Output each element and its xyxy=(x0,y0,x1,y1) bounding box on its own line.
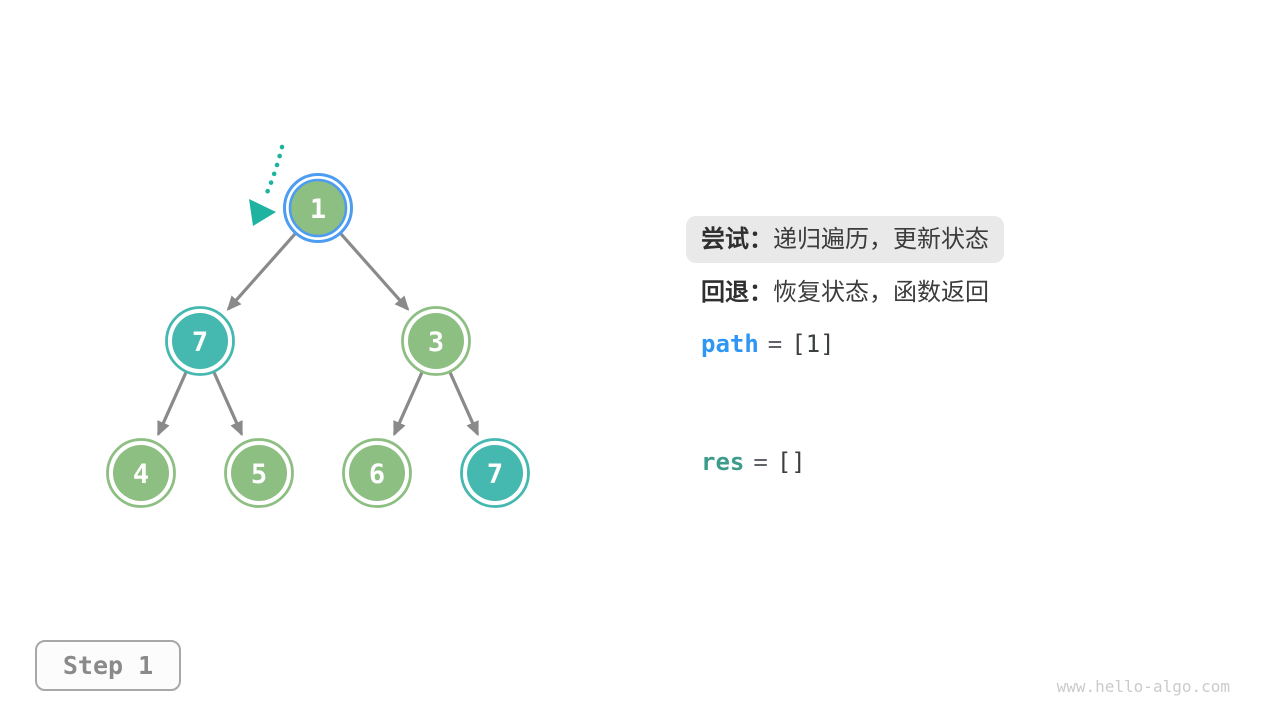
tree-node-4: 5 xyxy=(224,438,294,508)
annotation-try-label: 尝试： xyxy=(701,225,773,253)
tree-node-3: 4 xyxy=(106,438,176,508)
tree-node-circle xyxy=(408,313,464,369)
tree-node-outer-ring xyxy=(460,438,530,508)
tree-node-0: 1 xyxy=(283,173,353,243)
tree-node-circle xyxy=(467,445,523,501)
tree-edge xyxy=(392,371,424,437)
tree-node-outer-ring xyxy=(165,306,235,376)
pointer-arrow-icon xyxy=(249,199,276,226)
path-variable-name: path xyxy=(701,330,759,358)
annotation-back-text: 恢复状态，函数返回 xyxy=(773,279,989,306)
tree-node-outer-ring xyxy=(106,438,176,508)
tree-node-value: 4 xyxy=(133,459,149,490)
tree-node-outer-ring xyxy=(224,438,294,508)
tree-node-value: 5 xyxy=(251,459,267,490)
path-variable: path = [1] xyxy=(701,332,835,356)
annotation-back: 回退：恢复状态，函数返回 xyxy=(701,281,989,305)
tree-edge xyxy=(448,371,480,437)
res-variable-value: [] xyxy=(776,448,806,476)
tree-node-circle xyxy=(113,445,169,501)
tree-node-value: 6 xyxy=(369,459,385,490)
step-badge: Step 1 xyxy=(35,640,181,691)
tree-node-outer-ring xyxy=(342,438,412,508)
tree-nodes: 1 7 3 4 5 6 7 xyxy=(106,173,530,508)
tree-node-circle xyxy=(231,445,287,501)
tree-node-value: 7 xyxy=(487,459,503,490)
res-variable: res = [] xyxy=(701,450,806,474)
tree-edge xyxy=(339,232,410,311)
tree-node-circle xyxy=(288,178,348,238)
tree-edge xyxy=(212,371,244,437)
pointer-arrow-trail xyxy=(263,144,285,198)
binary-tree-diagram: 1 7 3 4 5 6 7 xyxy=(106,144,530,508)
tree-edges xyxy=(156,232,480,437)
tree-node-circle xyxy=(172,313,228,369)
path-variable-value: [1] xyxy=(791,330,835,358)
annotation-try: 尝试：递归遍历，更新状态 xyxy=(686,216,1004,263)
tree-node-1: 7 xyxy=(165,306,235,376)
tree-node-value: 1 xyxy=(310,194,326,225)
path-equals-sign: = xyxy=(767,330,783,358)
tree-edge xyxy=(226,232,297,311)
tree-edge xyxy=(156,371,188,437)
step-badge-label: Step 1 xyxy=(62,651,154,680)
annotation-back-label: 回退： xyxy=(701,279,773,306)
tree-node-6: 7 xyxy=(460,438,530,508)
tree-node-circle xyxy=(349,445,405,501)
watermark: www.hello-algo.com xyxy=(1056,677,1230,696)
annotation-try-text: 递归遍历，更新状态 xyxy=(773,225,989,253)
tree-node-5: 6 xyxy=(342,438,412,508)
tree-node-outer-ring xyxy=(401,306,471,376)
res-equals-sign: = xyxy=(753,448,768,476)
tree-node-2: 3 xyxy=(401,306,471,376)
tree-node-outer-ring xyxy=(283,173,353,243)
tree-node-value: 3 xyxy=(428,327,444,358)
tree-node-value: 7 xyxy=(192,327,208,358)
res-variable-name: res xyxy=(701,448,745,476)
